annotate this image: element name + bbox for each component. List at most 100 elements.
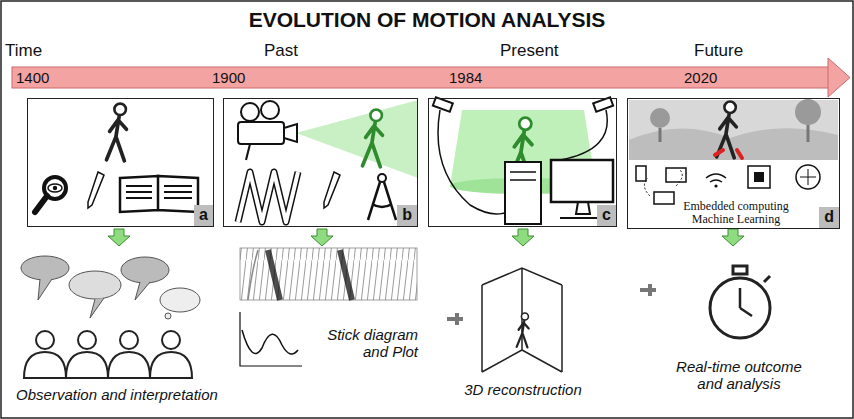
era-label: Present	[500, 41, 590, 61]
people-talking	[69, 271, 121, 299]
panel-d-art	[666, 168, 686, 182]
panel-b-art	[238, 172, 298, 222]
panel-b-art	[296, 100, 418, 178]
timeline	[12, 67, 830, 88]
era-label: Future	[694, 41, 774, 61]
era-panel: Embedded computing Machine Learning d	[627, 98, 840, 229]
people-talking	[165, 313, 171, 319]
panel-d-art	[795, 99, 821, 125]
people-talking	[36, 331, 54, 349]
panel-c-art	[593, 97, 613, 112]
panel-b-art	[378, 174, 386, 182]
panel-letter: a	[194, 205, 213, 226]
stopwatch	[733, 266, 747, 274]
panel-c-art	[510, 172, 536, 180]
timeline	[12, 58, 850, 97]
panel-b-art	[241, 103, 259, 121]
caption-label: Stick diagram and Plot	[306, 326, 418, 361]
people-talking	[66, 352, 108, 378]
panel-a-art	[53, 186, 57, 190]
panel-d-art	[636, 166, 646, 181]
panel-a-art	[35, 196, 47, 212]
era-label: Time	[5, 41, 75, 61]
stick-diagram	[240, 248, 417, 300]
timeline	[828, 58, 850, 97]
plot	[240, 312, 302, 366]
plot	[242, 330, 298, 354]
people-talking	[120, 331, 138, 349]
era-label: Past	[264, 41, 334, 61]
panel-b-art	[368, 182, 396, 220]
panel-d-art	[717, 102, 737, 158]
panel-c-art	[505, 162, 541, 224]
panel-b-art	[238, 172, 298, 222]
panel-b-art	[284, 124, 297, 142]
stick-diagram	[248, 250, 258, 300]
people-talking	[21, 256, 200, 378]
plus-sign	[447, 284, 656, 325]
panel-d-art	[800, 169, 816, 185]
caption-label: Observation and interpretation	[6, 386, 228, 403]
people-talking	[24, 352, 66, 378]
panel-b-art	[246, 144, 250, 160]
panel-d-art	[629, 100, 838, 160]
panel-d-art	[706, 174, 726, 182]
panel-b-art	[324, 172, 340, 208]
panel-d-art	[748, 166, 770, 188]
panel-a-art	[88, 172, 104, 208]
down-arrows	[722, 229, 744, 246]
panel-d-art	[654, 192, 674, 204]
down-arrows	[108, 229, 744, 246]
stopwatch	[740, 288, 752, 316]
panel-d-art	[650, 108, 670, 128]
caption-label: Real-time outcome and analysis	[668, 358, 810, 393]
panel-d-art	[659, 128, 662, 142]
stopwatch	[710, 266, 770, 338]
panel-letter: d	[819, 207, 839, 228]
panel-c-art	[433, 97, 613, 224]
people-talking	[150, 352, 192, 378]
panel-note: Embedded computing Machine Learning	[680, 200, 792, 226]
panel-b-art	[238, 122, 284, 144]
title: EVOLUTION OF MOTION ANALYSIS	[0, 8, 854, 32]
year-label: 1984	[449, 69, 509, 86]
panel-a-art	[35, 104, 198, 212]
stick-diagram	[268, 250, 352, 300]
panel-d-art	[796, 165, 820, 189]
panel-d-art	[644, 170, 682, 196]
stick-diagram	[240, 248, 417, 300]
panel-c-art	[551, 160, 613, 202]
caption-label: 3D reconstruction	[448, 381, 598, 398]
people-talking	[160, 288, 200, 312]
people-talking	[21, 256, 69, 280]
panel-a-art	[107, 104, 127, 161]
down-arrows	[311, 229, 333, 246]
panel-a-art	[126, 186, 192, 198]
panel-d-art	[754, 172, 764, 182]
people-talking	[38, 279, 150, 318]
people-talking	[24, 331, 192, 378]
panel-b-art	[238, 100, 418, 222]
era-panel: b	[223, 98, 418, 227]
era-panel: c	[428, 98, 617, 227]
3d-box	[482, 268, 562, 372]
people-talking	[108, 352, 150, 378]
people-talking	[121, 257, 169, 283]
plus-sign	[640, 284, 656, 296]
panel-c-art	[433, 97, 453, 112]
plot	[240, 312, 302, 366]
stopwatch	[764, 276, 770, 282]
panel-letter: c	[597, 205, 616, 226]
panel-d-art	[629, 99, 838, 204]
panel-d-art	[807, 125, 810, 142]
people-talking	[78, 331, 96, 349]
panel-letter: b	[397, 205, 417, 226]
era-panel: a	[27, 98, 214, 227]
stopwatch	[710, 278, 770, 338]
panel-d-art	[714, 184, 717, 187]
panel-a-art	[48, 184, 62, 192]
3d-box	[482, 268, 562, 372]
year-label: 1900	[212, 69, 272, 86]
year-label: 1400	[16, 69, 76, 86]
